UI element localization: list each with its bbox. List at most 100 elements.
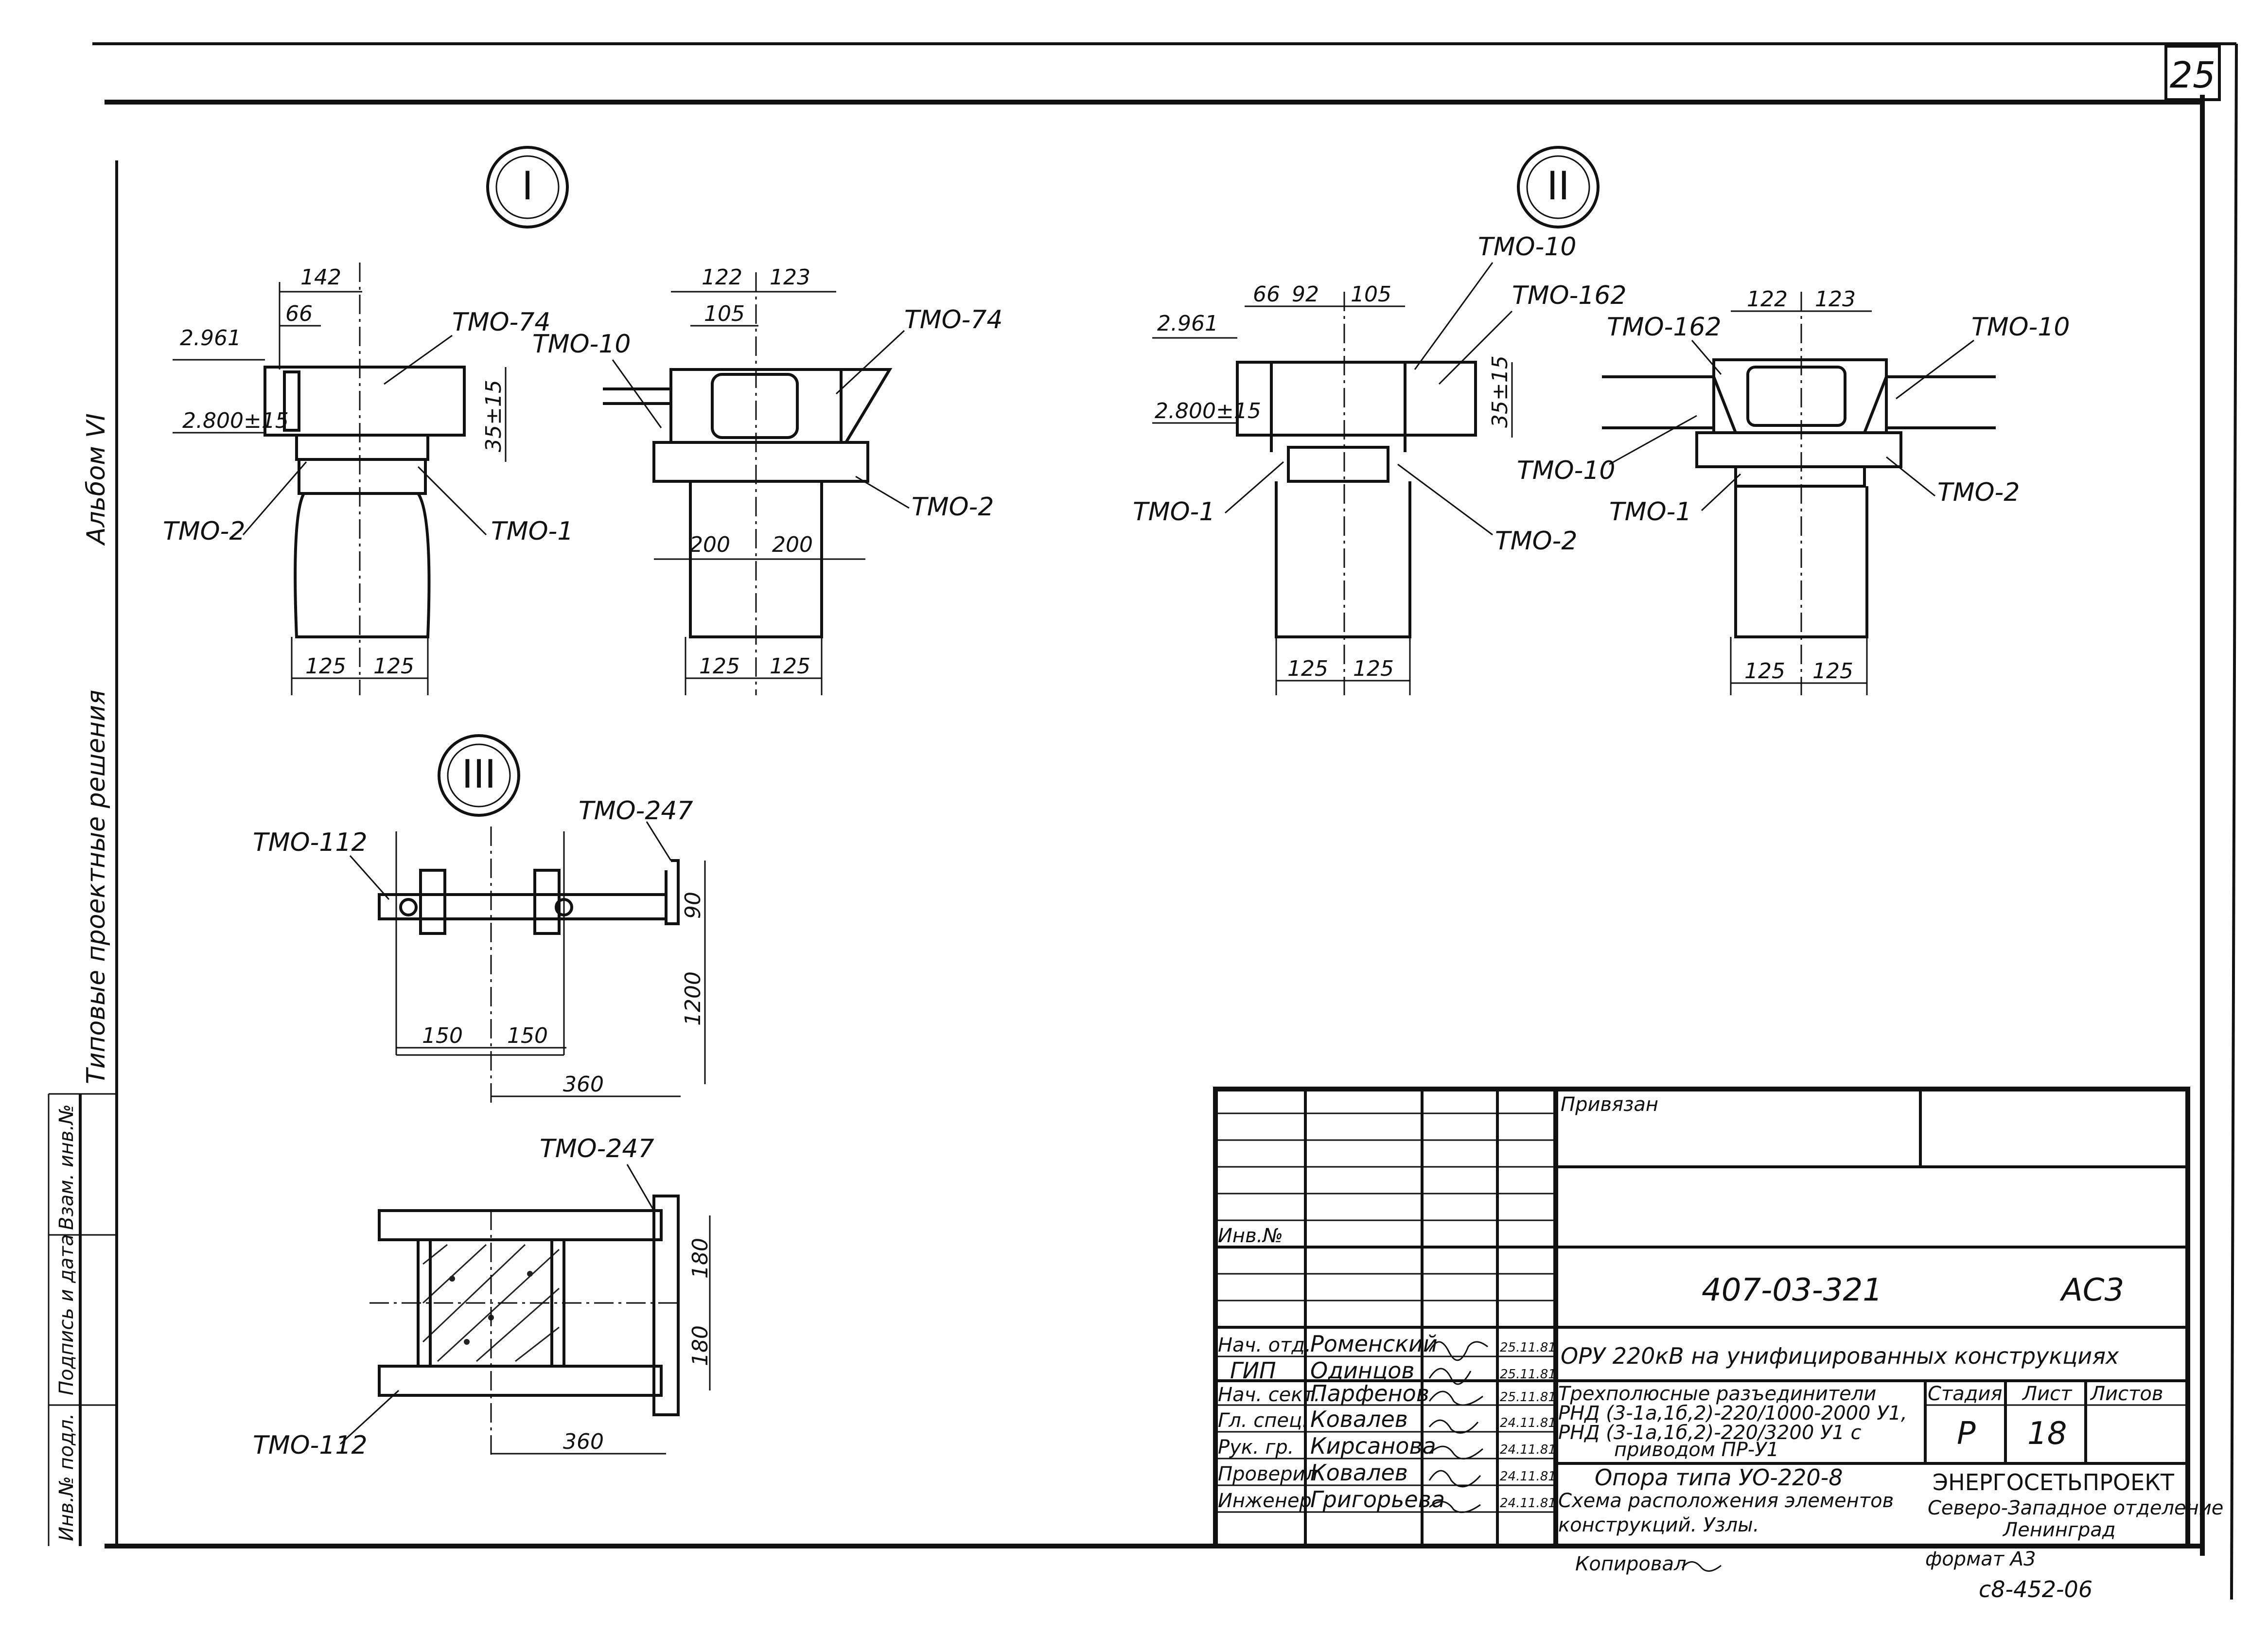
node-2-left-view: 66 92 105 2.961 2.800±15 35±15 125 125 Т… [1133,232,1627,695]
stamp-field-signature-date: Подпись и дата [55,1234,78,1395]
node-1-label-tmo74: ТМО-74 [452,308,551,337]
node-2r-label-tmo10a: ТМО-10 [1971,313,2070,342]
sheet-value: 18 [2027,1416,2067,1452]
node-1-dim-66: 66 [285,301,313,326]
node-2-elev-bottom: 2.800±15 [1155,399,1261,423]
description-1: Трехполюсные разъединители [1558,1383,1876,1405]
node-1r-label-tmo74: ТМО-74 [904,305,1003,334]
node-3-dim-90: 90 [681,892,705,919]
copied-signature [1681,1561,1722,1572]
svg-text:25.11.81: 25.11.81 [1500,1340,1556,1355]
node-2: II 66 92 105 2.961 2.800±15 35±15 125 [1133,146,2070,695]
node-1r-label-tmo2: ТМО-2 [912,493,994,522]
node-2r-dim-125b: 125 [1812,659,1853,684]
node-2-label-tmo1: ТМО-1 [1133,497,1215,527]
node-1r-dim-200a: 200 [689,532,730,557]
node-3-dim-1200: 1200 [681,971,705,1026]
node-1r-dim-122: 122 [702,265,742,290]
svg-text:25.11.81: 25.11.81 [1500,1390,1556,1405]
svg-text:24.11.81: 24.11.81 [1500,1469,1556,1484]
sheet-title-3: конструкций. Узлы. [1558,1514,1759,1536]
staff-row: Рук. гр. Кирсанова 24.11.81 [1218,1433,1556,1459]
node-1-dim-125b: 125 [373,654,414,679]
node-2r-label-tmo1: ТМО-1 [1609,497,1691,527]
svg-text:24.11.81: 24.11.81 [1500,1442,1556,1457]
format-label: формат А3 [1925,1548,2036,1570]
node-1-label-tmo2: ТМО-2 [163,517,245,546]
node-2-dim-66: 66 [1253,282,1280,307]
node-2-label-tmo10: ТМО-10 [1478,232,1577,262]
svg-text:Рук. гр.: Рук. гр. [1218,1436,1294,1459]
node-2r-dim-125a: 125 [1744,659,1785,684]
copied-by: Копировал [1575,1553,1687,1575]
node-2-label-tmo2: ТМО-2 [1495,527,1577,556]
stage-value: Р [1957,1416,1976,1452]
node-3-marker: III [438,734,520,817]
node-3-plan: 360 180 180 ТМО-247 ТМО-112 [253,1134,713,1460]
svg-text:Нач. отд.: Нач. отд. [1218,1334,1311,1356]
svg-text:24.11.81: 24.11.81 [1500,1416,1556,1430]
node-2r-dim-122: 122 [1747,287,1788,312]
node-1-elev-top: 2.961 [180,326,241,351]
node-2-marker: II [1517,146,1600,229]
stage-header: Стадия [1928,1383,2002,1405]
staff-row: ГИП Одинцов 25.11.81 [1230,1357,1556,1384]
staff-row: Проверил Ковалев 24.11.81 [1218,1460,1556,1486]
node-2r-label-tmo162: ТМО-162 [1607,313,1722,342]
signatures [1428,1341,1488,1513]
staff-row: Гл. спец. Ковалев 24.11.81 [1218,1406,1556,1432]
svg-text:Инженер: Инженер [1218,1490,1312,1512]
node-2-elev-top: 2.961 [1157,311,1218,336]
node-2-dim-105: 105 [1351,282,1391,307]
concrete-hatching [422,1244,560,1362]
svg-text:III: III [462,752,496,797]
description-2: РНД (3-1а,1б,2)-220/1000-2000 У1, [1558,1402,1907,1425]
node-3p-dim-360: 360 [563,1429,604,1454]
node-3-label-tmo247: ТМО-247 [579,796,693,826]
node-2r-label-tmo2: ТМО-2 [1937,478,2020,507]
node-2-label-tmo162: ТМО-162 [1512,281,1627,310]
node-2-dim-92: 92 [1292,282,1319,307]
doc-code: 407-03-321 [1702,1272,1882,1308]
node-1-left-view: 142 66 2.961 2.800±15 35±15 125 125 ТМО-… [163,263,573,695]
node-3-elevation: 150 150 360 90 1200 ТМО-112 ТМО-247 [253,796,706,1104]
node-1r-dim-125a: 125 [699,654,740,679]
node-1-marker: I [486,146,569,229]
staff-row: Нач. отд. Роменский 25.11.81 [1218,1331,1556,1357]
node-2-dim-35: 35±15 [1488,355,1512,428]
node-3-dim-150b: 150 [507,1023,548,1048]
node-1-dim-35: 35±15 [481,380,506,452]
node-3p-dim-180b: 180 [688,1325,713,1366]
node-1-elev-bottom: 2.800±15 [182,408,289,433]
node-1r-dim-125b: 125 [770,654,810,679]
node-2-dim-125b: 125 [1353,656,1394,681]
node-2r-label-tmo10b: ТМО-10 [1517,456,1616,485]
node-1r-dim-123: 123 [770,265,810,290]
svg-text:Нач. сект.: Нач. сект. [1218,1384,1320,1406]
svg-text:Кирсанова: Кирсанова [1310,1433,1436,1459]
node-3: III 150 150 360 90 1200 ТМО-112 [253,734,713,1460]
svg-text:I: I [522,163,533,209]
node-1r-label-tmo10: ТМО-10 [532,330,631,359]
stamp-field-inv-original: Инв.№ подл. [55,1413,78,1541]
svg-text:25.11.81: 25.11.81 [1500,1367,1556,1382]
staff-row: Инженер Григорьева 24.11.81 [1218,1486,1556,1513]
node-1-right-view: 122 123 105 200 200 125 125 ТМО-10 ТМО-7… [532,265,1003,695]
organization: ЭНЕРГОСЕТЬПРОЕКТ [1933,1469,2175,1495]
node-3-label-tmo112: ТМО-112 [253,828,368,857]
svg-text:Ковалев: Ковалев [1310,1406,1408,1432]
privyazan-label: Привязан [1561,1093,1658,1116]
archive-number: с8-452-06 [1979,1576,2092,1602]
sheet-header: Лист [2022,1383,2073,1405]
svg-text:Григорьева: Григорьева [1310,1486,1445,1513]
title-block: Привязан Инв.№ 407-03-321 АС3 ОРУ 220кВ … [1213,1087,2223,1548]
node-3p-label-tmo112: ТМО-112 [253,1431,368,1460]
node-3p-dim-180a: 180 [688,1238,713,1279]
branch: Северо-Западное отделение [1928,1497,2223,1519]
inv-label: Инв.№ [1218,1225,1283,1247]
node-2r-dim-123: 123 [1815,287,1856,312]
svg-text:Проверил: Проверил [1218,1463,1318,1485]
node-1-label-tmo1: ТМО-1 [491,517,573,546]
node-1-dim-142: 142 [300,265,341,290]
staff-row: Нач. сект. Парфенов 25.11.81 [1218,1380,1556,1407]
